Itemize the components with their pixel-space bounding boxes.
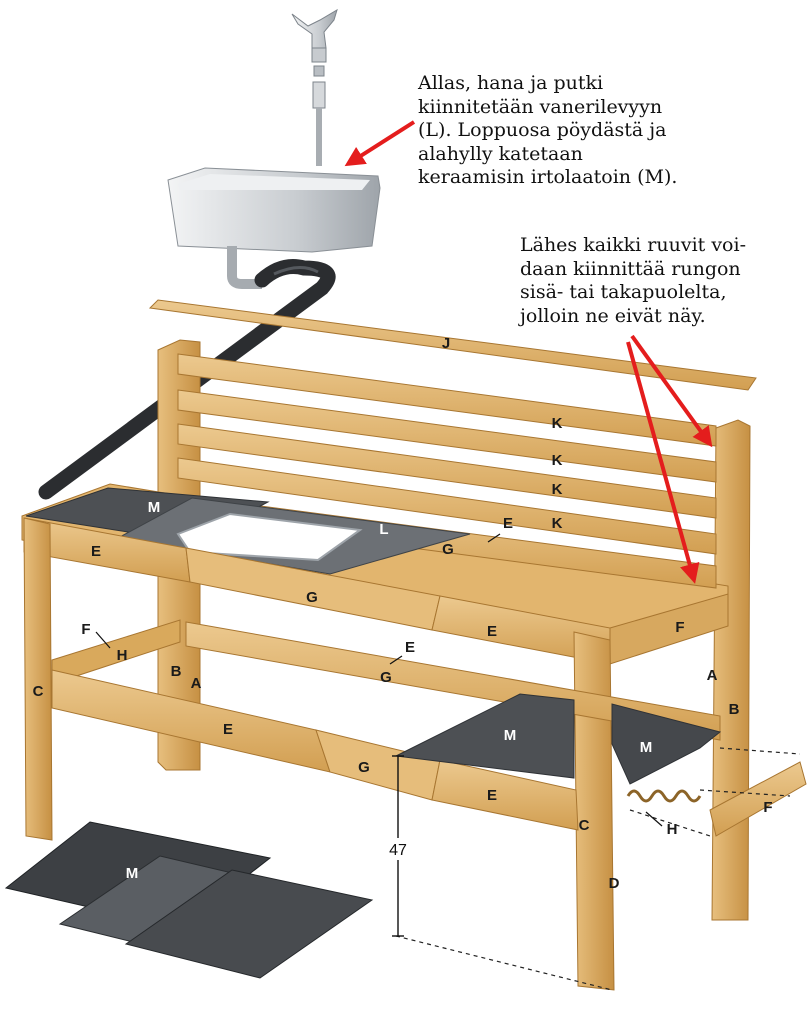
rear-post-right [711, 419, 751, 921]
label-c-left: C [33, 683, 44, 700]
label-f-left: F [81, 621, 90, 638]
f-detail-piece [709, 761, 807, 837]
dashed-guides [395, 747, 801, 991]
dimension-height-label: 47 [389, 842, 407, 859]
label-m-top: M [148, 499, 161, 516]
shelf-tile-left [394, 693, 575, 779]
label-c-right: C [579, 817, 590, 834]
label-h-left: H [117, 647, 128, 664]
callout-top-line-5: keraamisin irtolaatoin (M). [418, 166, 678, 188]
label-k-4: K [552, 515, 563, 532]
h-wave-detail [626, 789, 702, 803]
lower-front-rail-right [431, 759, 579, 831]
label-m-shelf-left: M [504, 727, 517, 744]
label-m-loose: M [126, 865, 139, 882]
board-j [148, 299, 757, 391]
label-j: J [442, 335, 450, 352]
label-a-left: A [191, 675, 202, 692]
label-l: L [379, 521, 388, 538]
drain-hose [38, 259, 336, 500]
callout-top-line-4: alahylly katetaan [418, 142, 583, 165]
sink [167, 167, 381, 289]
label-e-front: E [487, 623, 497, 640]
label-d: D [609, 875, 620, 892]
label-g-top: G [442, 541, 454, 558]
label-f-detail: F [763, 799, 772, 816]
front-post-right [573, 631, 615, 991]
label-a-right: A [707, 667, 718, 684]
faucet [291, 8, 338, 166]
callout-right-line-2: daan kiinnittää rungon [520, 257, 741, 280]
lower-rear-rail [185, 621, 721, 741]
loose-tiles [4, 821, 374, 979]
label-g-front: G [306, 589, 318, 606]
shelf-tile-right [611, 703, 722, 785]
part-labels: J K K K K M L E E G G E F F H B A C E G … [33, 335, 773, 892]
front-post-left [23, 517, 53, 841]
label-b-right: B [729, 701, 740, 718]
callout-right-line-3: sisä- tai takapuolelta, [520, 281, 727, 303]
label-k-2: K [552, 452, 563, 469]
label-e-lower-right: E [487, 787, 497, 804]
label-g-lower: G [358, 759, 370, 776]
label-k-3: K [552, 481, 563, 498]
callout-arrows [344, 120, 713, 584]
lower-front-rail-middle [315, 729, 441, 801]
backrest-slats [177, 353, 717, 555]
callout-right-line-1: Lähes kaikki ruuvit voi- [520, 234, 746, 256]
callout-screws: Lähes kaikki ruuvit voi- daan kiinnittää… [520, 234, 746, 328]
label-e-lower-left: E [223, 721, 233, 738]
label-h-right: H [667, 821, 678, 838]
leader-lines [95, 533, 663, 827]
label-m-shelf-right: M [640, 739, 653, 756]
label-e-top-right: E [503, 515, 513, 532]
callout-sink-mounting: Allas, hana ja putki kiinnitetään vaneri… [418, 72, 677, 190]
label-g-mid: G [380, 669, 392, 686]
label-f-right-top: F [675, 619, 684, 636]
label-k-1: K [552, 415, 563, 432]
callout-top-line-2: kiinnitetään vanerilevyyn [418, 95, 663, 118]
callout-top-line-1: Allas, hana ja putki [418, 72, 604, 94]
label-e-left: E [91, 543, 101, 560]
dimension-bg [384, 838, 412, 860]
label-e-mid: E [405, 639, 415, 656]
label-b-left: B [171, 663, 182, 680]
callout-top-line-3: (L). Loppuosa pöydästä ja [418, 119, 667, 141]
callout-right-line-4: jolloin ne eivät näy. [520, 304, 706, 327]
